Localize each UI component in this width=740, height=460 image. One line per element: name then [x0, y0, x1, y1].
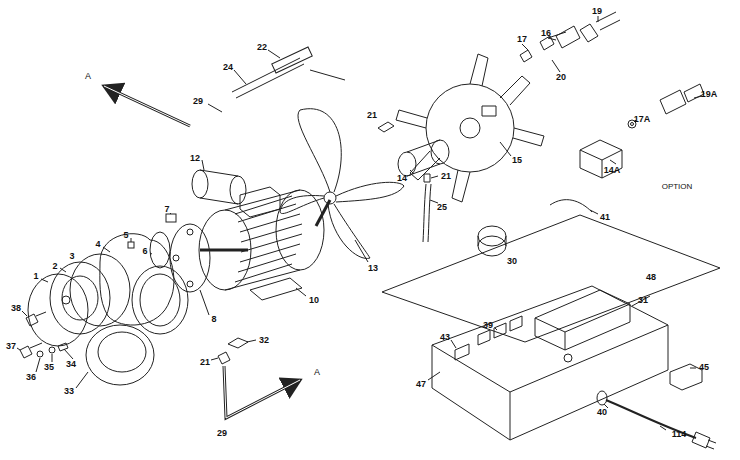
callout-number: 45	[699, 363, 709, 372]
callout-number: 29	[193, 97, 203, 106]
callout-number: 17A	[634, 115, 651, 124]
callout-number: 16	[541, 29, 551, 38]
callout-number: 39	[483, 321, 493, 330]
callout-number: 20	[556, 73, 566, 82]
callout-number: 17	[517, 35, 527, 44]
callout-number: 41	[600, 213, 610, 222]
callout-number: 14A	[604, 166, 621, 175]
callout-number: 1	[33, 272, 38, 281]
callout-number: 30	[507, 257, 517, 266]
callout-number: 33	[64, 387, 74, 396]
callout-number: 34	[66, 360, 76, 369]
callout-number: 5	[123, 231, 128, 240]
callout-number: 19A	[701, 90, 718, 99]
callout-number: 19	[592, 7, 602, 16]
callout-number: 14	[397, 174, 407, 183]
note-text: OPTION	[662, 183, 693, 191]
callout-number: 48	[646, 273, 656, 282]
callout-number: 29	[217, 429, 227, 438]
callout-number: 32	[259, 336, 269, 345]
callout-number: 2	[52, 262, 57, 271]
callout-number: 114	[672, 430, 687, 439]
callout-number: 12	[190, 154, 200, 163]
reference-letter: A	[314, 368, 320, 377]
callout-number: 37	[6, 342, 16, 351]
callout-number: 4	[95, 240, 100, 249]
callout-number: 10	[309, 296, 319, 305]
callout-number: 7	[164, 205, 169, 214]
reference-letter: A	[85, 72, 91, 81]
callout-number: 22	[257, 43, 267, 52]
callout-number: 24	[223, 63, 233, 72]
callout-number: 3	[69, 252, 74, 261]
callout-number: 6	[142, 247, 147, 256]
callout-number: 47	[416, 380, 426, 389]
callout-number: 25	[437, 203, 447, 212]
callout-number: 21	[200, 358, 210, 367]
callout-number: 35	[44, 363, 54, 372]
callout-number: 8	[211, 315, 216, 324]
callout-number: 15	[512, 156, 522, 165]
callout-number: 40	[597, 408, 607, 417]
callout-number: 43	[440, 333, 450, 342]
callout-number: 38	[11, 304, 21, 313]
callout-number: 21	[367, 111, 377, 120]
callout-number: 31	[638, 296, 648, 305]
callout-number: 21	[441, 172, 451, 181]
callout-number: 36	[26, 373, 36, 382]
callout-number: 13	[368, 264, 378, 273]
